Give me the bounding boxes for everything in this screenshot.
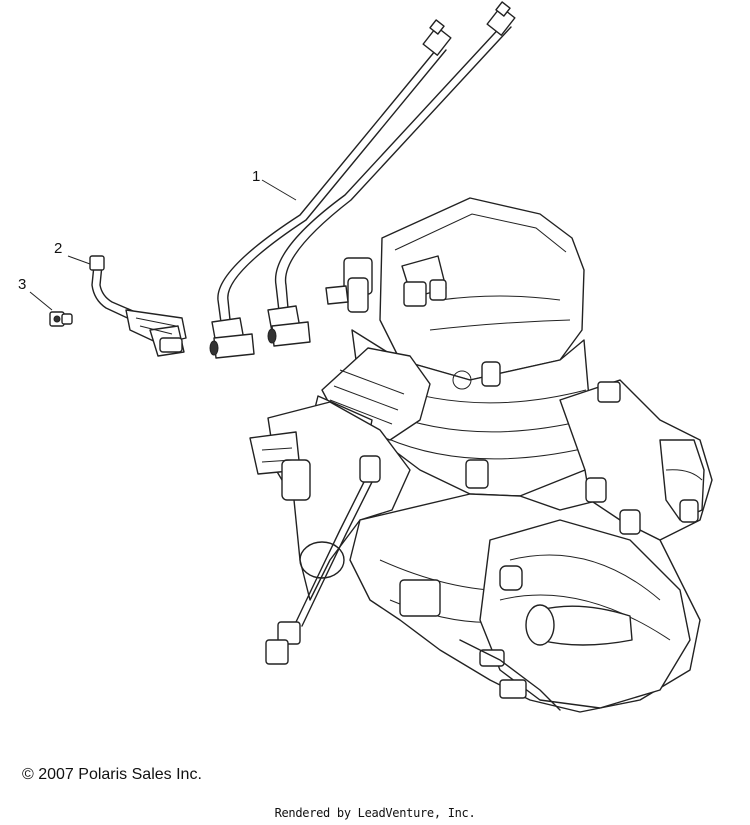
copyright-notice: © 2007 Polaris Sales Inc. <box>22 766 202 783</box>
rendered-by-credit: Rendered by LeadVenture, Inc. <box>274 806 476 820</box>
callout-2-number: 2 <box>54 240 63 257</box>
part-1-lines <box>209 1 516 359</box>
leader-lines <box>29 179 297 311</box>
callout-1-number: 1 <box>252 168 261 185</box>
callout-3-number: 3 <box>18 276 27 293</box>
part-2-hose-bracket <box>89 255 187 357</box>
engine-assembly <box>249 197 713 713</box>
part-3-fastener <box>49 311 73 327</box>
